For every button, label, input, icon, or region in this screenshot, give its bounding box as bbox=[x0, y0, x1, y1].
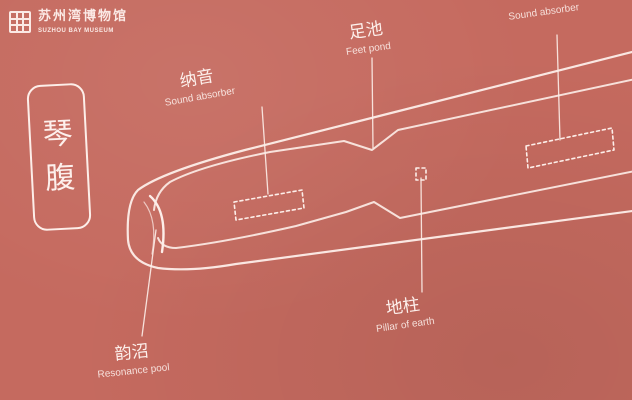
inner-outline-bottom bbox=[157, 170, 632, 249]
title-box: 琴 腹 bbox=[26, 82, 92, 232]
museum-logo: 苏州湾博物馆 SUZHOU BAY MUSEUM bbox=[8, 10, 128, 34]
inner-outline-top bbox=[153, 78, 632, 211]
label-resonance-pool: 韵沼 Resonance pool bbox=[94, 334, 170, 380]
label-pillar-of-earth: 地柱 Pillar of earth bbox=[372, 288, 435, 335]
museum-name-en: SUZHOU BAY MUSEUM bbox=[38, 28, 114, 34]
feet-pond-cn: 足池 bbox=[347, 18, 385, 44]
museum-seal-icon bbox=[9, 11, 31, 33]
title-char-1: 琴 bbox=[41, 116, 74, 153]
sound-absorber-left-box bbox=[233, 189, 305, 221]
title-char-2: 腹 bbox=[44, 160, 77, 197]
resonance-pool-shape bbox=[148, 194, 165, 254]
instrument-outline bbox=[126, 50, 632, 271]
sound-absorber-right-box bbox=[525, 127, 615, 169]
label-feet-pond: 足池 Feet pond bbox=[342, 13, 391, 58]
museum-name-cn: 苏州湾博物馆 bbox=[38, 9, 129, 24]
